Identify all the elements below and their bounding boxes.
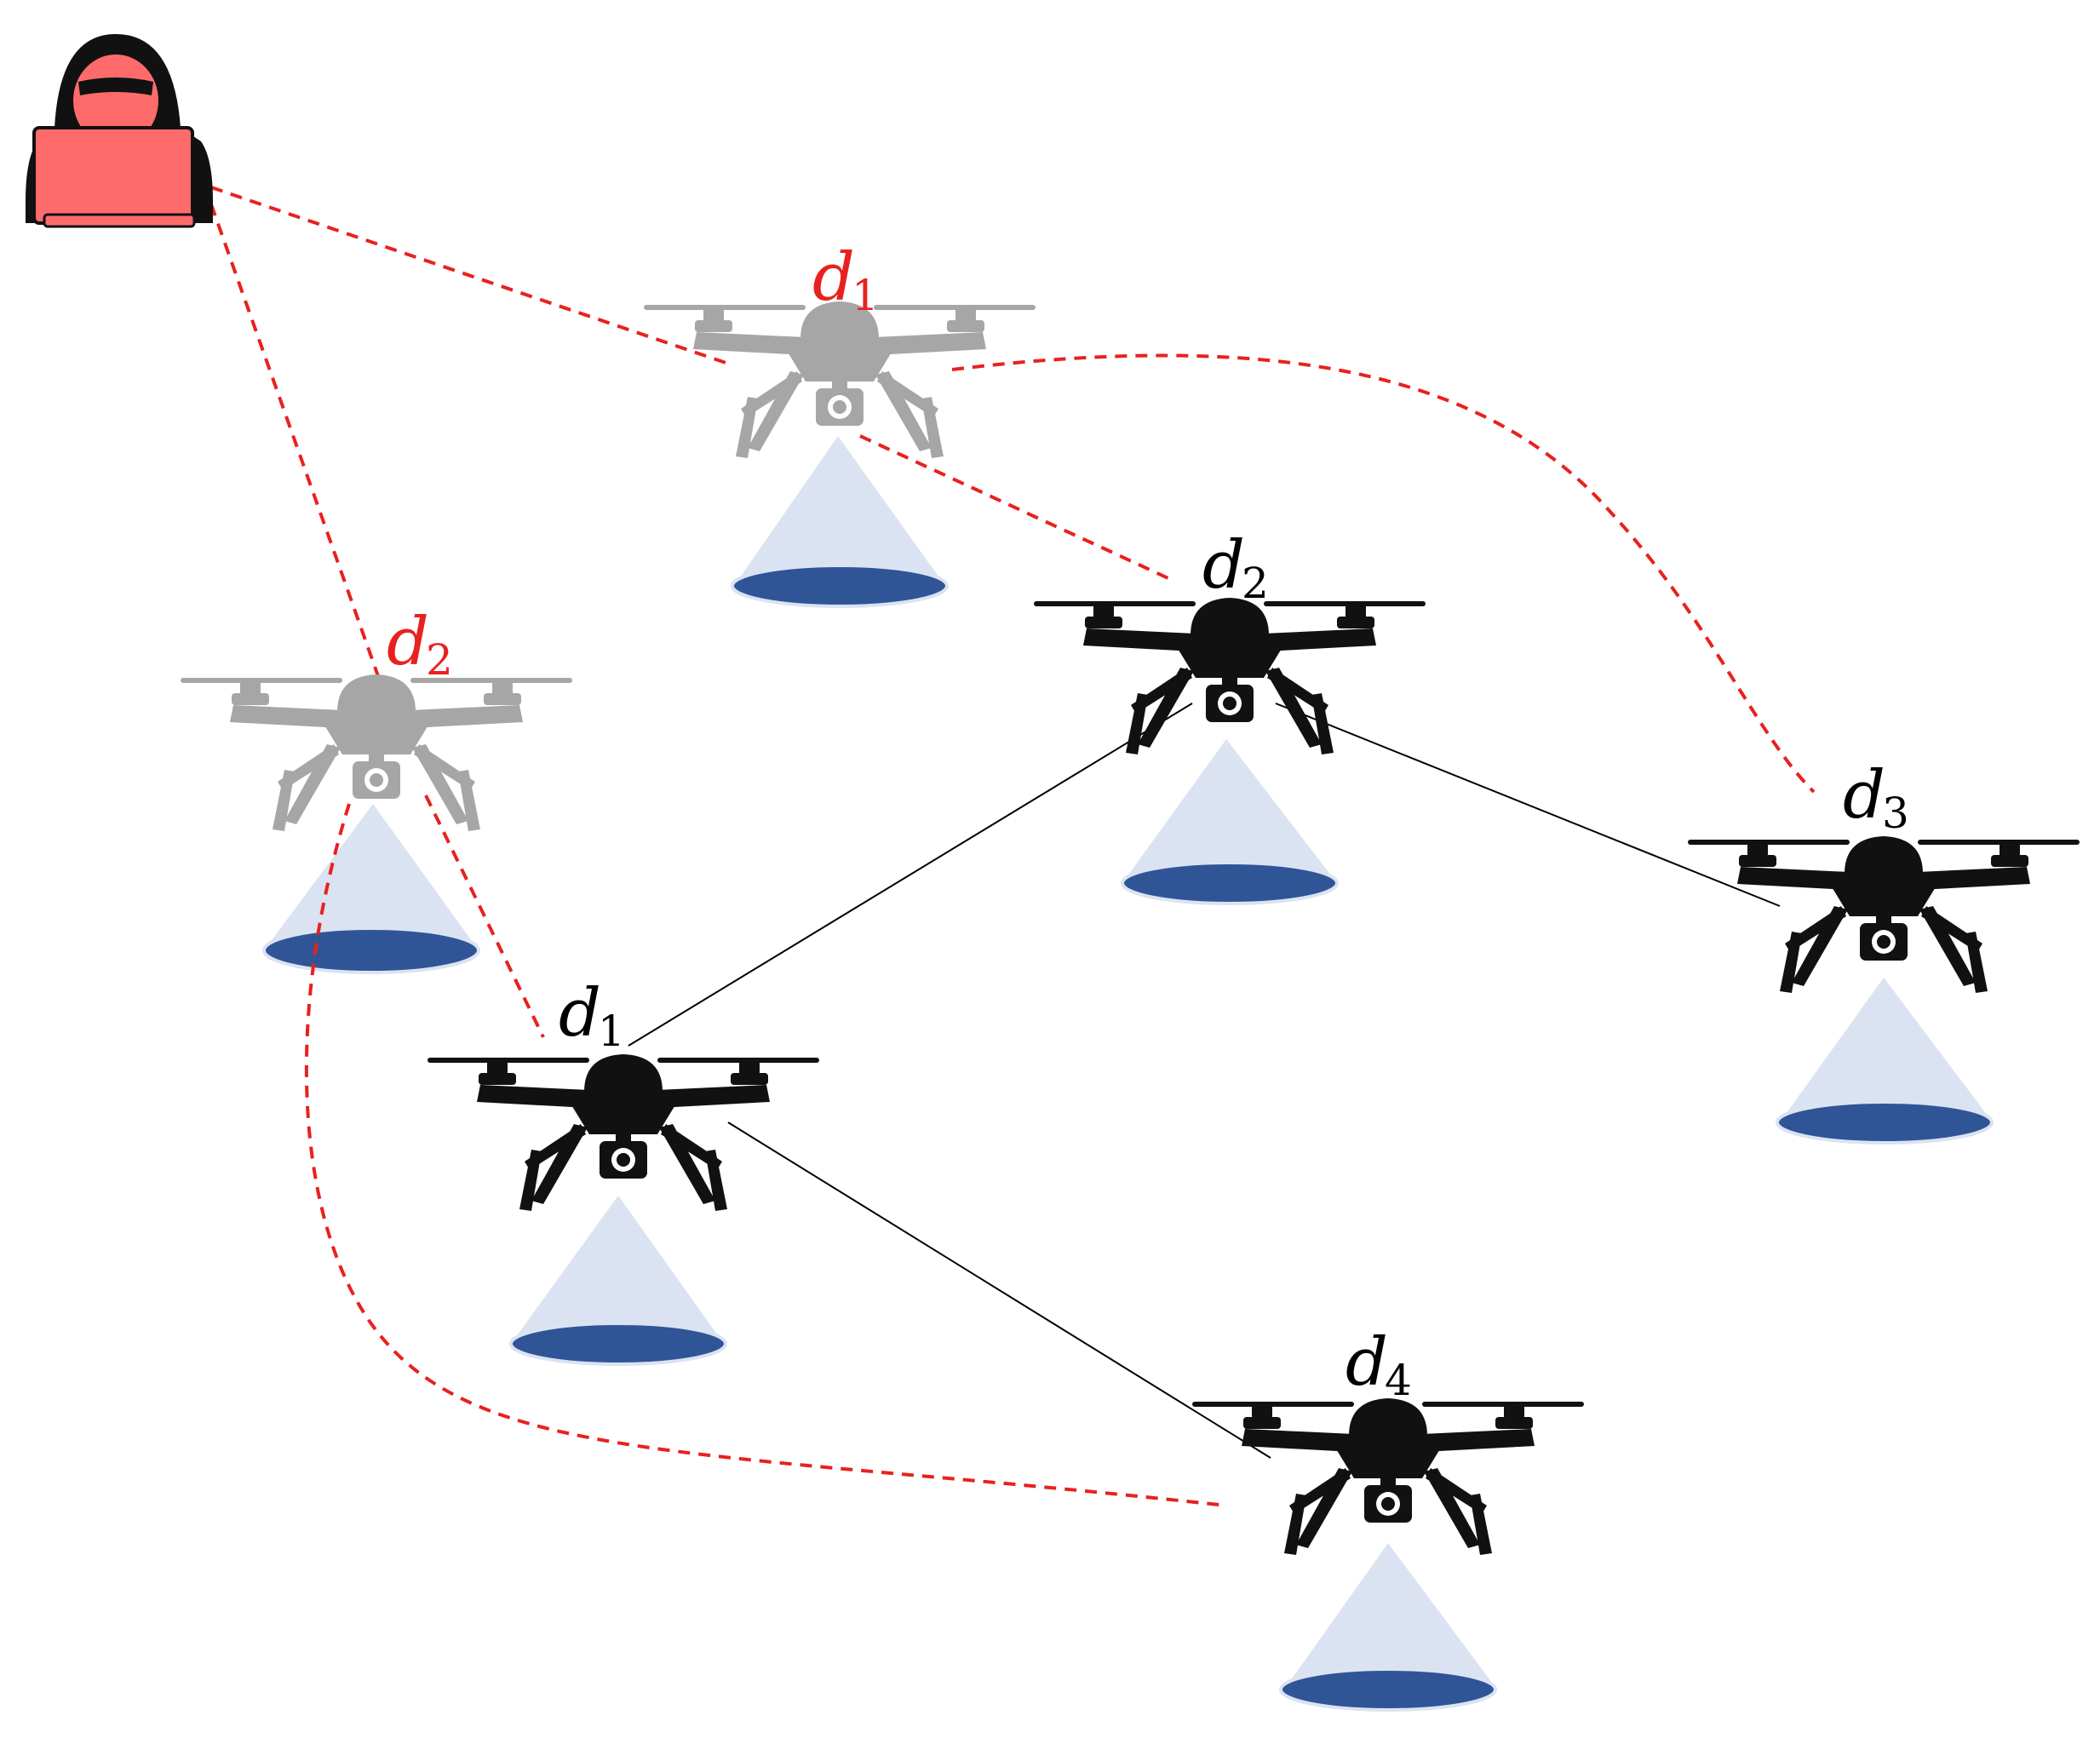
normal-links: [628, 703, 1781, 1459]
cone-fake-d1: [731, 436, 949, 608]
camera-lens-icon: [611, 1148, 635, 1172]
attack-link-fake-d2-real-d1: [424, 795, 545, 1038]
label-real-d4: d 4: [1345, 1324, 1412, 1405]
camera-lens-icon: [1872, 930, 1896, 954]
label-subscript: 2: [1242, 559, 1269, 608]
camera-lens-icon: [1376, 1492, 1400, 1516]
label-subscript: 1: [852, 271, 879, 320]
label-fake-d2: d 2: [387, 604, 453, 685]
link-d1-d4: [727, 1122, 1271, 1459]
label-base: d: [1843, 757, 1885, 834]
cone-fake-d2: [262, 804, 480, 974]
cone-real-d2: [1121, 739, 1339, 905]
label-real-d1: d 1: [559, 975, 625, 1056]
attack-links: [209, 186, 1816, 1507]
cone-real-d3: [1776, 978, 1994, 1144]
label-real-d2: d 2: [1202, 527, 1269, 608]
drone-real-d2: [1034, 598, 1426, 754]
drone-real-d3: [1688, 836, 2080, 993]
attack-link-fake-d2-real-d4: [304, 803, 1227, 1507]
label-base: d: [387, 604, 429, 680]
label-subscript: 2: [426, 635, 453, 685]
hooded-hacker-with-laptop-icon: [26, 34, 213, 228]
camera-lens-icon: [1218, 691, 1242, 715]
attack-link-attacker-fake-d1: [210, 186, 732, 366]
cone-real-d1: [509, 1196, 727, 1366]
cone-real-d4: [1279, 1543, 1497, 1712]
coverage-cones: [262, 436, 1994, 1712]
attack-link-fake-d1-real-d2: [859, 434, 1171, 581]
label-base: d: [559, 975, 601, 1052]
label-base: d: [1202, 527, 1245, 604]
label-subscript: 1: [598, 1007, 625, 1056]
camera-lens-icon: [828, 395, 852, 419]
label-real-d3: d 3: [1843, 757, 1909, 838]
drone-fake-d2: [181, 674, 572, 831]
label-subscript: 3: [1882, 789, 1909, 838]
label-base: d: [812, 239, 855, 316]
drone-fake-d1: [644, 301, 1036, 458]
label-fake-d1: d 1: [812, 239, 879, 320]
label-base: d: [1345, 1324, 1388, 1401]
attack-link-fake-d1-real-d3: [951, 353, 1816, 794]
drone-real-d4: [1192, 1398, 1584, 1555]
link-d1-d2: [628, 703, 1193, 1047]
drone-real-d1: [427, 1054, 819, 1211]
camera-lens-icon: [364, 768, 388, 792]
attack-link-attacker-fake-d2: [209, 204, 380, 677]
link-d2-d3: [1275, 703, 1781, 907]
label-subscript: 4: [1385, 1356, 1412, 1405]
